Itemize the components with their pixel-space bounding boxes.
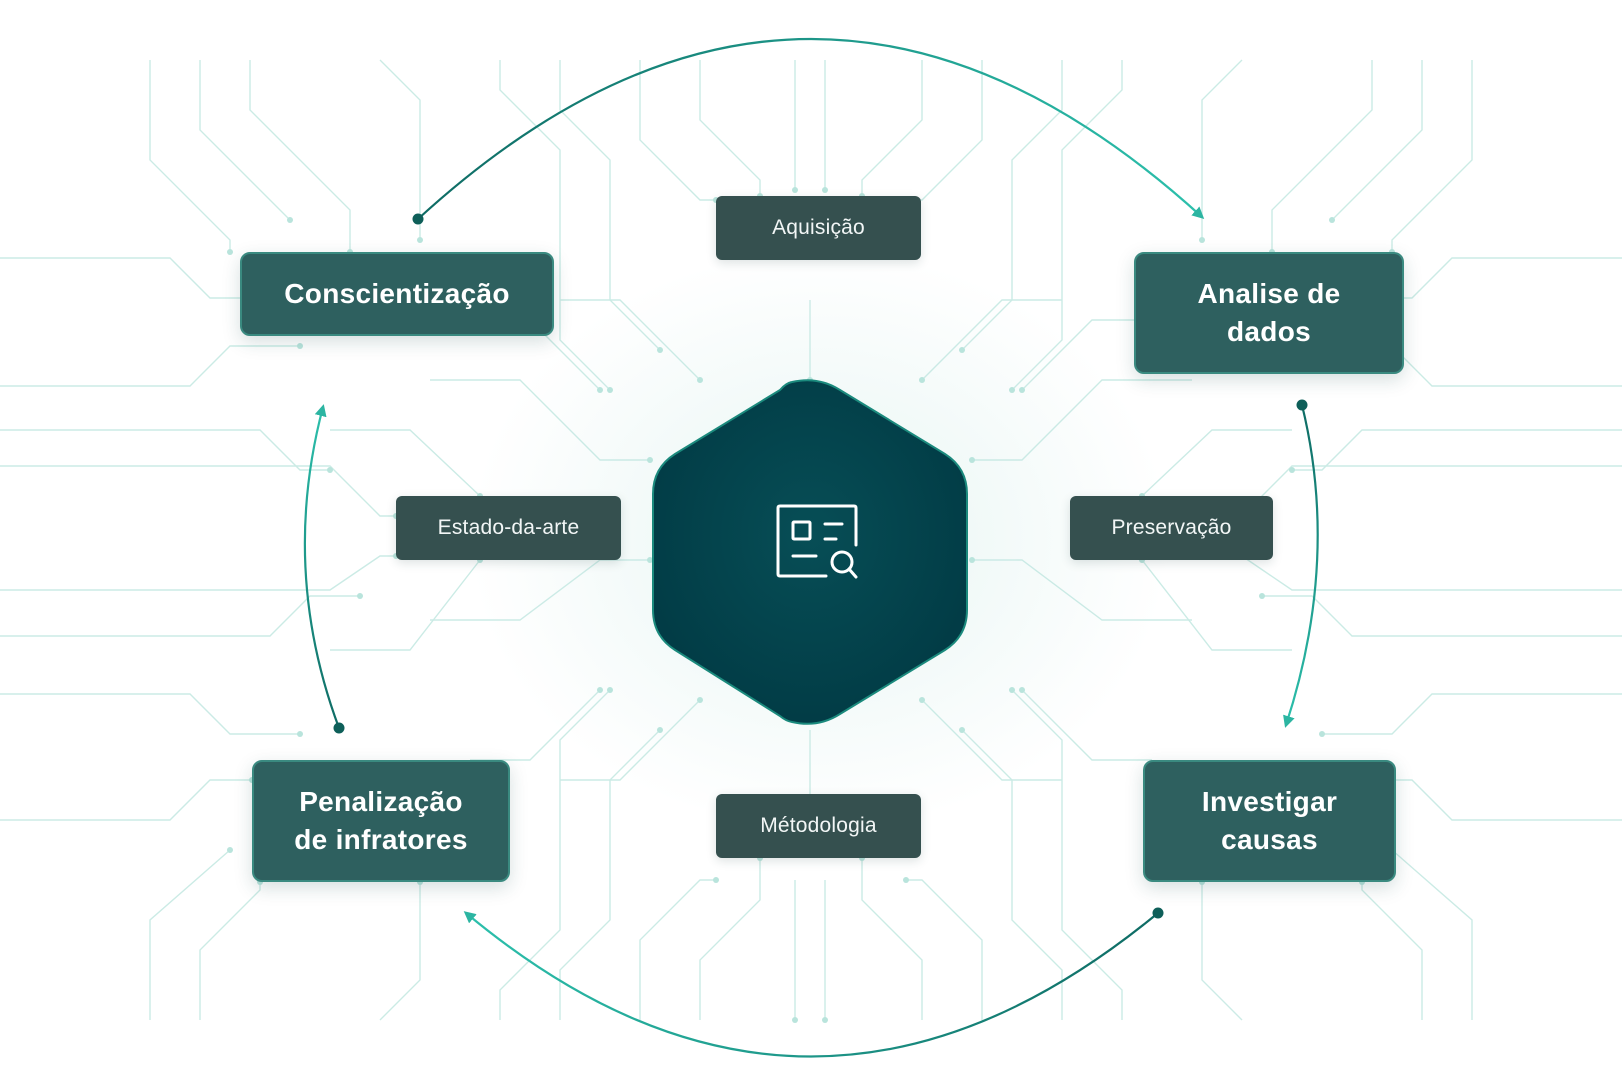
stage-conscientizacao: Conscientização (240, 252, 554, 336)
tag-aquisicao-label: Aquisição (772, 216, 865, 239)
stage-penalizacao-de-infratores: Penalização de infratores (252, 760, 510, 882)
stage-analise-de-dados-label: Analise de dados (1197, 278, 1341, 347)
tag-estado-da-arte: Estado-da-arte (396, 496, 621, 560)
tag-aquisicao: Aquisição (716, 196, 921, 260)
arrow-bottom-start-dot (1152, 907, 1164, 919)
tag-preservacao: Preservação (1070, 496, 1273, 560)
tag-metodologia: Métodologia (716, 794, 921, 858)
arrow-top (417, 37, 1205, 220)
arrow-right-start-dot (1296, 399, 1308, 411)
stage-penalizacao-de-infratores-label: Penalização de infratores (294, 786, 468, 855)
stage-investigar-causas: Investigar causas (1143, 760, 1396, 882)
arrow-bottom (463, 911, 1159, 1058)
tag-estado-da-arte-label: Estado-da-arte (437, 516, 580, 539)
stage-analise-de-dados: Analise de dados (1134, 252, 1404, 374)
arrow-left-start-dot (333, 722, 345, 734)
document-search-icon (776, 504, 858, 579)
arrow-right (1283, 404, 1319, 728)
stage-investigar-causas-label: Investigar causas (1201, 786, 1338, 855)
arrow-top-start-dot (412, 213, 424, 225)
tag-metodologia-label: Métodologia (760, 814, 877, 837)
stage-conscientizacao-label: Conscientização (284, 278, 510, 309)
tag-preservacao-label: Preservação (1111, 516, 1232, 539)
arrow-left (303, 404, 341, 729)
